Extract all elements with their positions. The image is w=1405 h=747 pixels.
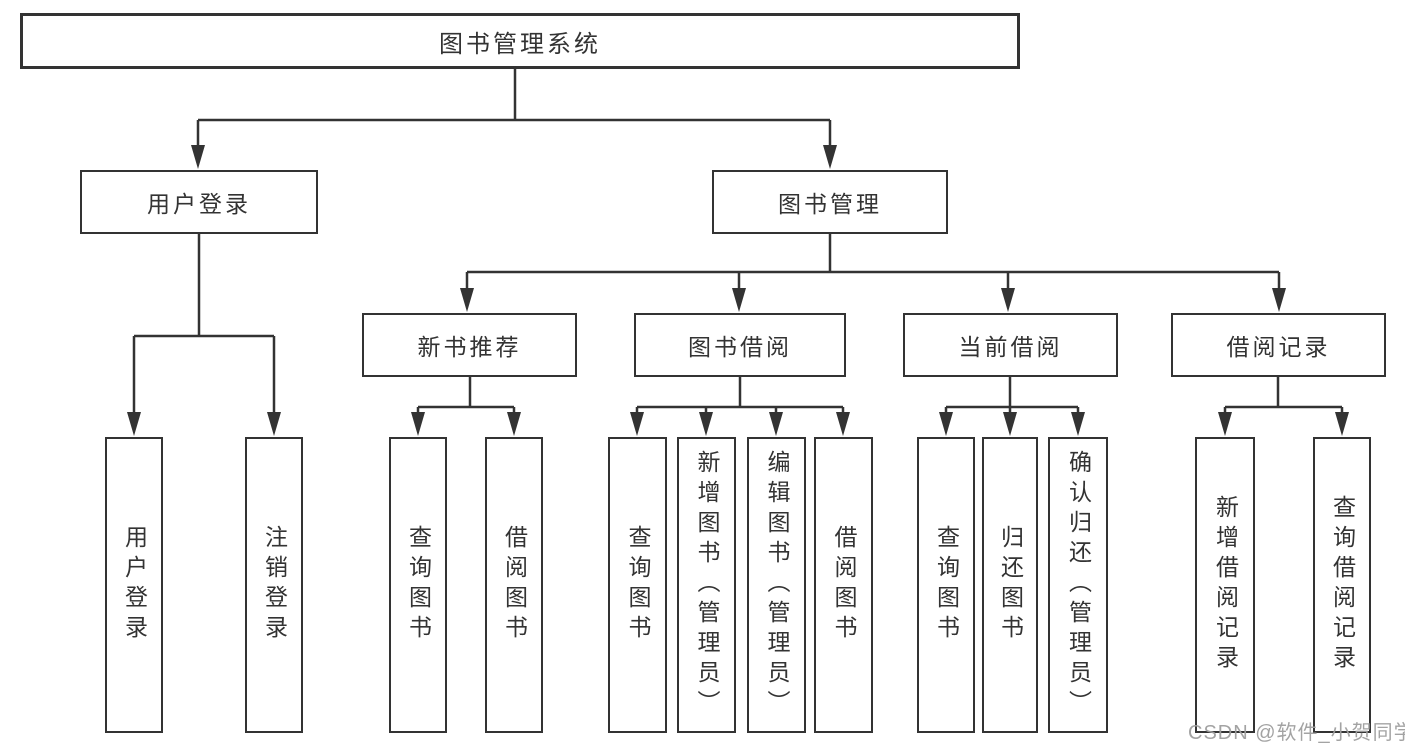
leaf-edit-books-admin: 编辑图书（管理员） xyxy=(747,437,806,733)
leaf-return-books: 归还图书 xyxy=(982,437,1038,733)
node-label: 图书管理 xyxy=(778,191,882,217)
node-borrow-record: 借阅记录 xyxy=(1171,313,1386,377)
node-user-login-branch: 用户登录 xyxy=(80,170,318,234)
leaf-label: 编辑图书（管理员） xyxy=(764,450,790,720)
leaf-label: 查询图书 xyxy=(625,525,651,645)
leaf-label: 新增借阅记录 xyxy=(1212,495,1239,675)
leaf-label: 借阅图书 xyxy=(501,525,528,645)
node-root-label: 图书管理系统 xyxy=(439,30,601,58)
node-label: 用户登录 xyxy=(147,191,251,217)
leaf-logout: 注销登录 xyxy=(245,437,303,733)
leaf-label: 查询图书 xyxy=(405,525,432,645)
node-label: 借阅记录 xyxy=(1226,334,1331,360)
node-label: 当前借阅 xyxy=(958,334,1063,360)
node-root-system: 图书管理系统 xyxy=(20,13,1020,69)
leaf-label: 查询图书 xyxy=(933,525,960,645)
node-label: 图书借阅 xyxy=(688,334,792,360)
leaf-user-login: 用户登录 xyxy=(105,437,163,733)
leaf-confirm-return-admin: 确认归还（管理员） xyxy=(1048,437,1108,733)
leaf-query-books: 查询图书 xyxy=(608,437,667,733)
leaf-borrow-books: 借阅图书 xyxy=(814,437,873,733)
leaf-label: 用户登录 xyxy=(121,525,148,645)
arrowheads xyxy=(127,145,1349,436)
leaf-label: 借阅图书 xyxy=(831,525,857,645)
leaf-query-books-current: 查询图书 xyxy=(917,437,975,733)
node-current-borrow: 当前借阅 xyxy=(903,313,1118,377)
leaf-label: 归还图书 xyxy=(997,525,1024,645)
leaf-label: 查询借阅记录 xyxy=(1329,495,1356,675)
leaf-query-borrow-record: 查询借阅记录 xyxy=(1313,437,1371,733)
node-new-book-recommend: 新书推荐 xyxy=(362,313,577,377)
leaf-add-borrow-record: 新增借阅记录 xyxy=(1195,437,1255,733)
node-book-borrow: 图书借阅 xyxy=(634,313,846,377)
leaf-label: 注销登录 xyxy=(261,525,288,645)
node-book-management-branch: 图书管理 xyxy=(712,170,948,234)
leaf-label: 新增图书（管理员） xyxy=(694,450,720,720)
leaf-add-books-admin: 新增图书（管理员） xyxy=(677,437,736,733)
leaf-borrow-books-recommend: 借阅图书 xyxy=(485,437,543,733)
node-label: 新书推荐 xyxy=(417,334,522,360)
csdn-watermark: CSDN @软件_小贺同学 xyxy=(1188,722,1405,744)
leaf-query-books-recommend: 查询图书 xyxy=(389,437,447,733)
leaf-label: 确认归还（管理员） xyxy=(1065,450,1092,720)
